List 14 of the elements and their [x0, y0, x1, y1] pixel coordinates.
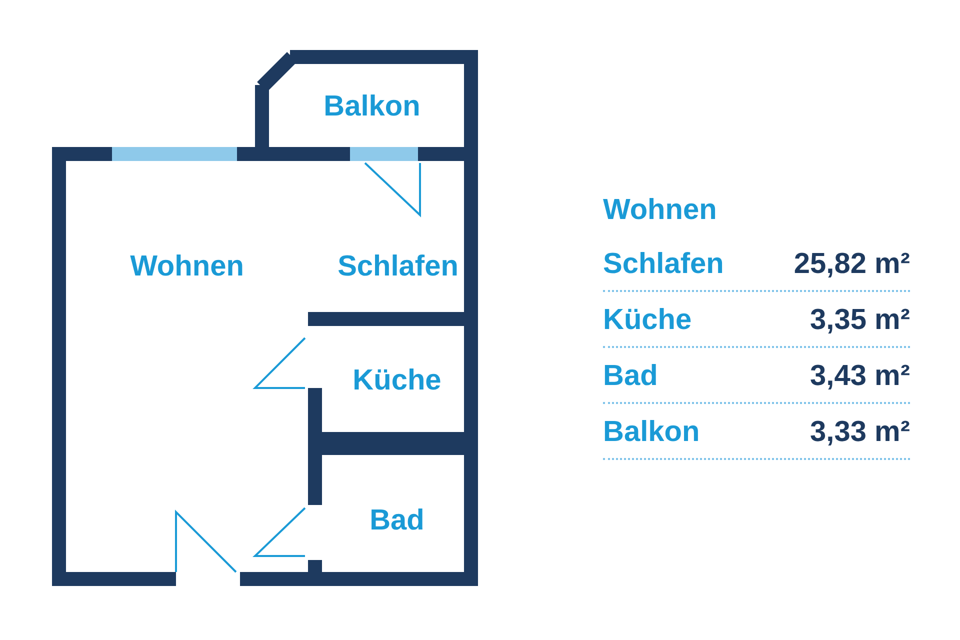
- room-name: Küche: [603, 304, 692, 337]
- room-label: Wohnen: [130, 250, 244, 284]
- area-value: 3,33 m²: [810, 416, 910, 449]
- area-value: 3,35 m²: [810, 304, 910, 337]
- room-label: Bad: [370, 504, 424, 538]
- room-name: Schlafen: [603, 248, 724, 281]
- room-label: Balkon: [324, 90, 420, 124]
- area-value: 3,43 m²: [810, 360, 910, 393]
- room-name: Bad: [603, 360, 658, 393]
- room-name: Balkon: [603, 416, 700, 449]
- room-label: Küche: [352, 364, 442, 398]
- room-name: Wohnen: [603, 194, 717, 227]
- area-value: 25,82 m²: [794, 248, 910, 281]
- room-label: Schlafen: [338, 250, 458, 284]
